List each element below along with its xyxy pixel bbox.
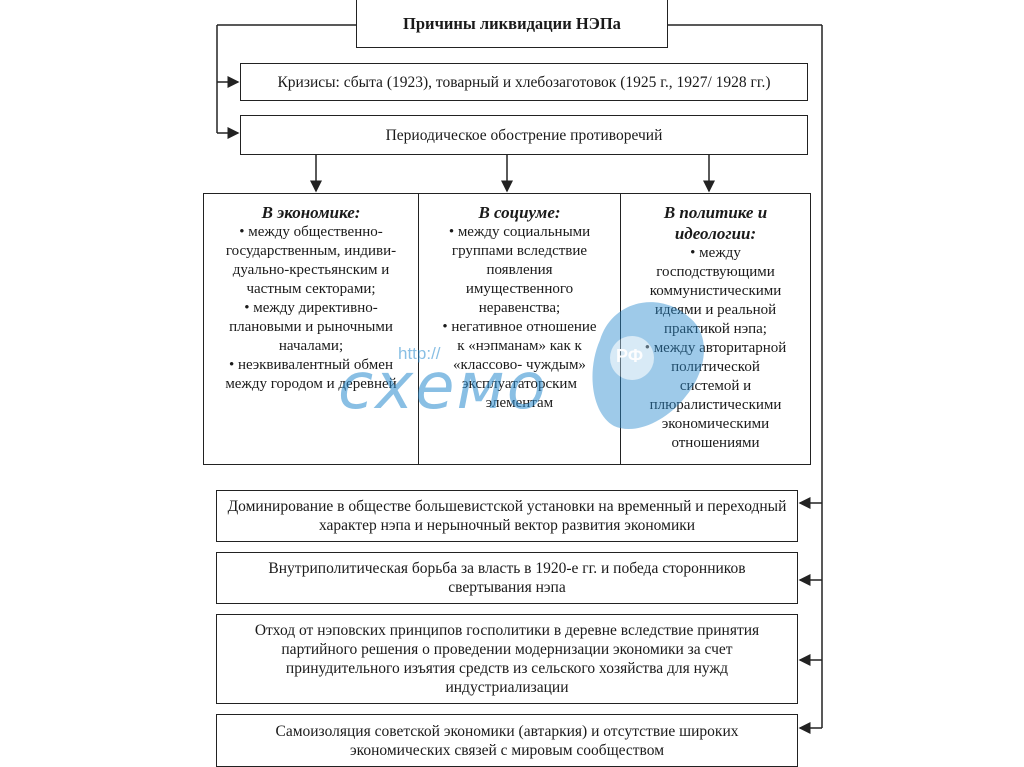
column-politics-line: системой и bbox=[679, 378, 752, 394]
column-politics-line: отношениями bbox=[671, 435, 760, 451]
column-economy-heading: В экономике: bbox=[261, 203, 361, 222]
column-society-line: «классово- чуждым» bbox=[453, 357, 586, 373]
column-economy-line: частным секторами; bbox=[246, 281, 376, 297]
column-economy-line: • неэквивалентный обмен bbox=[229, 357, 393, 373]
column-society-heading: В социуме: bbox=[478, 203, 561, 222]
column-economy-line: началами; bbox=[278, 338, 344, 354]
column-politics-line: коммунистическими bbox=[649, 283, 782, 299]
column-society-line: появления bbox=[486, 262, 553, 278]
cause-box-3: Отход от нэповских принципов госполитики… bbox=[216, 614, 798, 704]
cause-box-4: Самоизоляция советской экономики (автарк… bbox=[216, 714, 798, 767]
periodic-box: Периодическое обострение противоречий bbox=[240, 115, 808, 155]
column-politics: В политике и идеологии: • между господст… bbox=[620, 193, 811, 465]
column-society-line: имущественного bbox=[465, 281, 574, 297]
column-politics-heading: В политике и bbox=[663, 203, 768, 222]
column-economy-line: между городом и деревней bbox=[225, 376, 397, 392]
cause-box-1: Доминирование в обществе большевистской … bbox=[216, 490, 798, 542]
column-society-line: к «нэпманам» как к bbox=[457, 338, 582, 354]
column-politics-line: плюралистическими bbox=[649, 397, 782, 413]
column-politics-line: господствующими bbox=[656, 264, 775, 280]
column-society-line: элементам bbox=[485, 395, 554, 411]
page-title: Причины ликвидации НЭПа bbox=[356, 0, 668, 48]
column-society-line: • между социальными bbox=[448, 224, 591, 240]
column-society-line: группами вследствие bbox=[451, 243, 588, 259]
column-politics-line: политической bbox=[671, 359, 760, 375]
column-society-line: • негативное отношение bbox=[442, 319, 597, 335]
column-politics-heading: идеологии: bbox=[674, 224, 757, 243]
column-politics-line: идеями и реальной bbox=[654, 302, 777, 318]
column-economy-line: • между общественно- bbox=[239, 224, 383, 240]
column-society: В социуме: • между социальными группами … bbox=[418, 193, 621, 465]
column-politics-line: экономическими bbox=[661, 416, 770, 432]
column-politics-line: • между авторитарной bbox=[644, 340, 787, 356]
column-economy: В экономике: • между общественно- госуда… bbox=[203, 193, 419, 465]
column-economy-line: плановыми и рыночными bbox=[229, 319, 393, 335]
cause-box-2: Внутриполитическая борьба за власть в 19… bbox=[216, 552, 798, 604]
column-economy-line: дуально-крестьянским и bbox=[232, 262, 390, 278]
column-society-line: эксплуататорским bbox=[462, 376, 577, 392]
column-economy-line: • между директивно- bbox=[244, 300, 378, 316]
column-politics-line: практикой нэпа; bbox=[664, 321, 767, 337]
column-politics-line: • между bbox=[690, 245, 741, 261]
column-economy-line: государственным, индиви- bbox=[225, 243, 397, 259]
column-society-line: неравенства; bbox=[478, 300, 561, 316]
crisis-box: Кризисы: сбыта (1923), товарный и хлебоз… bbox=[240, 63, 808, 101]
